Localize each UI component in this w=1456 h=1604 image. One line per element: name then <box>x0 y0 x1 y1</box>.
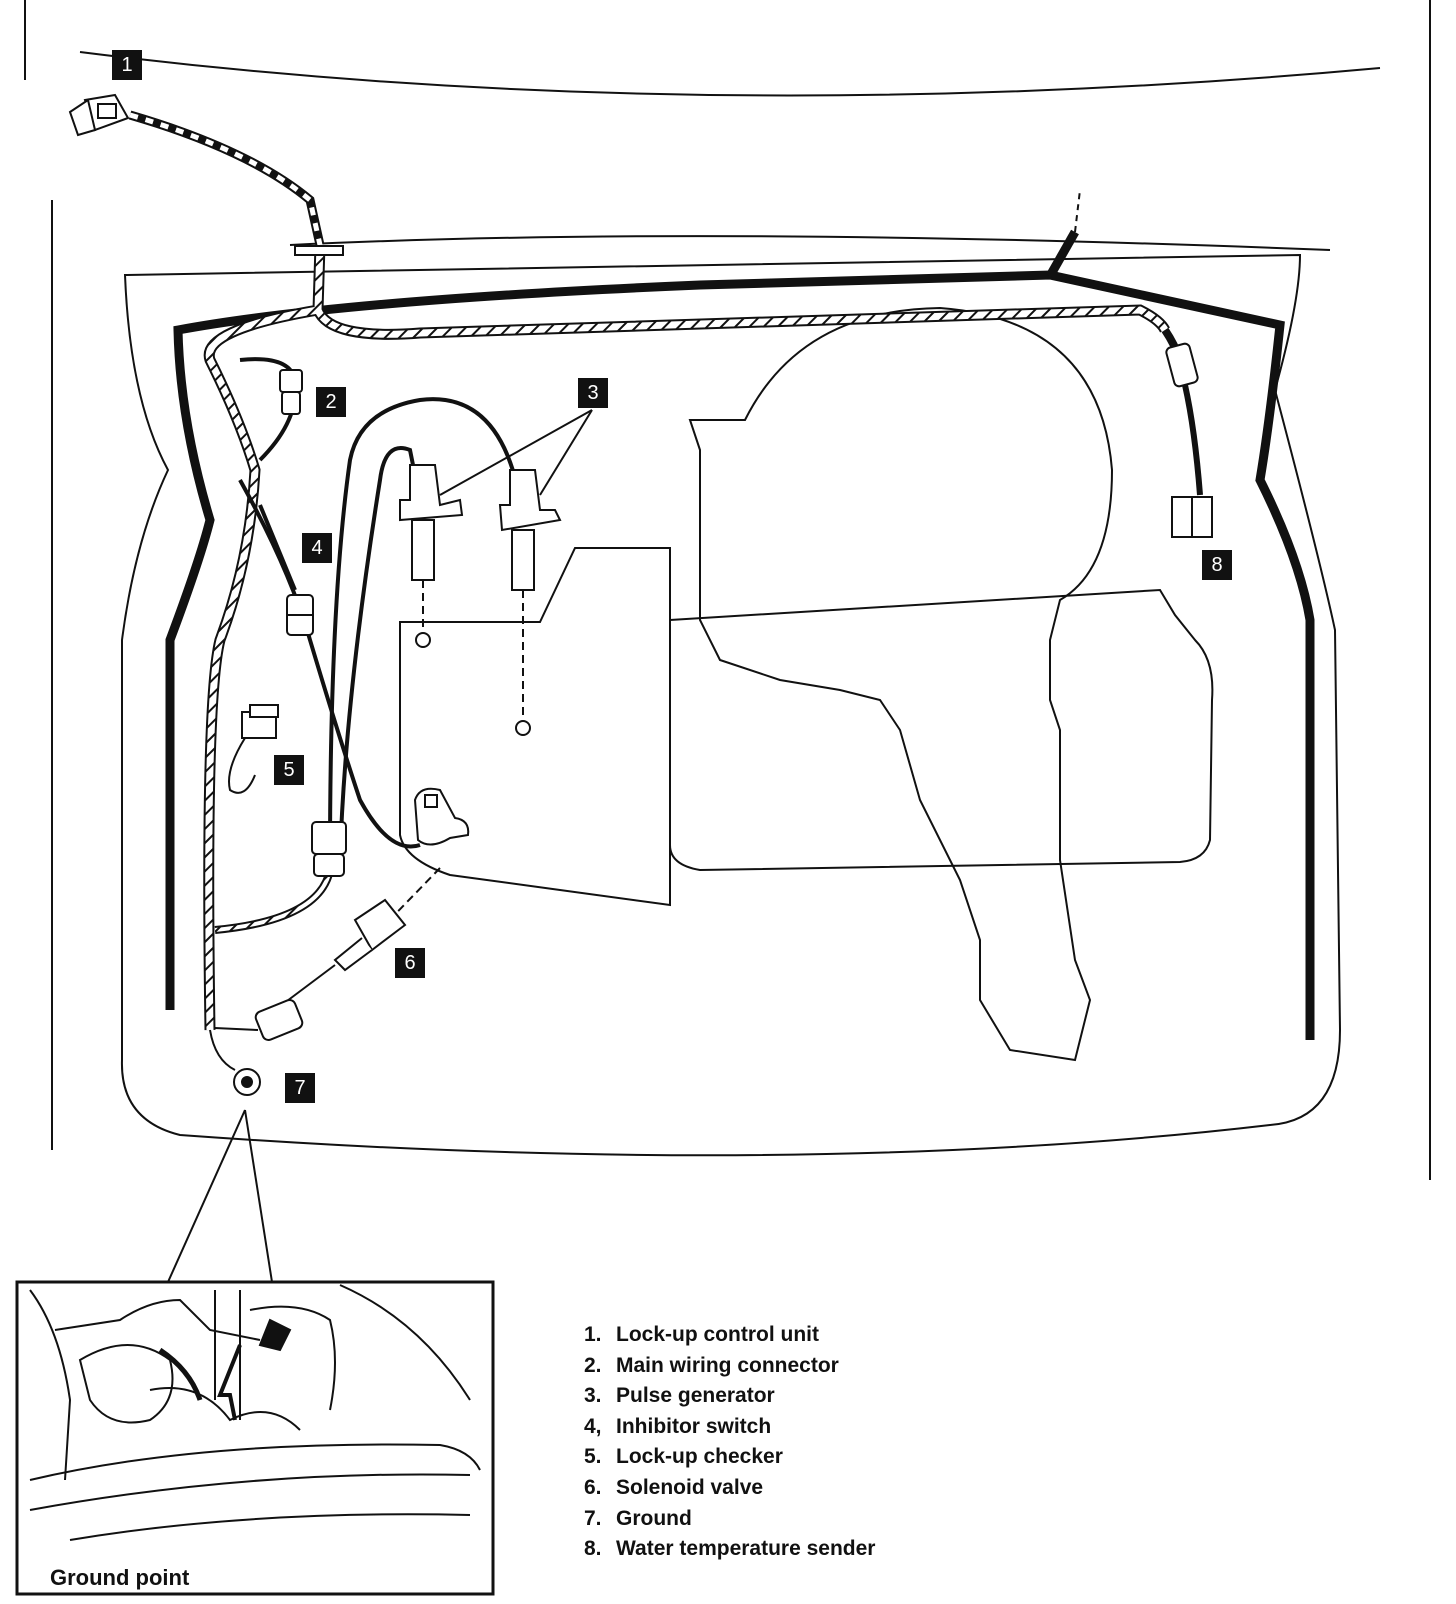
inset-sketch <box>29 1284 481 1541</box>
transmission-outline <box>399 306 1214 1062</box>
engine-compartment-outline <box>120 253 1342 1157</box>
main-harness-black <box>165 270 1315 1040</box>
harness-branch-dashed <box>1074 189 1081 233</box>
svg-text:4: 4 <box>311 537 322 559</box>
ground-point-inset <box>15 1280 495 1596</box>
lock-up-checker <box>228 704 279 794</box>
callout-8: 8 <box>1202 550 1232 580</box>
grommet <box>294 245 344 256</box>
component-legend: 1.Lock-up control unit 2.Main wiring con… <box>584 1320 875 1565</box>
callout-3-leaders <box>439 409 593 496</box>
main-wiring-connector <box>279 369 303 415</box>
svg-text:6: 6 <box>404 952 415 974</box>
svg-text:2: 2 <box>325 391 336 413</box>
legend-item: 3.Pulse generator <box>584 1384 775 1408</box>
callout-7: 7 <box>285 1073 315 1103</box>
inhibitor-switch <box>413 787 470 846</box>
svg-text:3: 3 <box>587 382 598 404</box>
legend-item: 6.Solenoid valve <box>584 1475 764 1499</box>
water-temperature-sender <box>1161 327 1213 538</box>
pulse-generator-left <box>399 464 464 648</box>
inline-connector <box>311 821 347 877</box>
sensor-wires <box>238 357 522 861</box>
legend-item: 5.Lock-up checker <box>584 1445 783 1469</box>
callout-5: 5 <box>274 755 304 785</box>
legend-item: 7.Ground <box>584 1506 692 1530</box>
ground-terminal <box>167 1029 273 1283</box>
callout-1: 1 <box>112 50 142 80</box>
svg-text:8: 8 <box>1211 554 1222 576</box>
legend-item: 4,Inhibitor switch <box>584 1414 772 1438</box>
callout-3: 3 <box>578 378 608 408</box>
inset-title: Ground point <box>50 1565 190 1590</box>
lock-up-control-unit <box>68 93 130 137</box>
harness-branch-top-right <box>1046 229 1079 279</box>
svg-text:5: 5 <box>283 759 294 781</box>
svg-text:1: 1 <box>121 54 132 76</box>
hatched-harness <box>128 110 1170 1031</box>
callout-6: 6 <box>395 948 425 978</box>
pulse-generator-right <box>498 469 562 736</box>
legend-item: 1.Lock-up control unit <box>584 1323 819 1346</box>
callout-2: 2 <box>316 387 346 417</box>
legend-item: 2.Main wiring connector <box>584 1353 839 1377</box>
svg-text:7: 7 <box>294 1077 305 1099</box>
vehicle-body-outline <box>24 0 1431 1180</box>
callout-4: 4 <box>302 533 332 563</box>
solenoid-valve <box>214 867 441 1041</box>
inhibitor-switch-connector <box>286 594 314 636</box>
legend-item: 8.Water temperature sender <box>584 1537 876 1561</box>
